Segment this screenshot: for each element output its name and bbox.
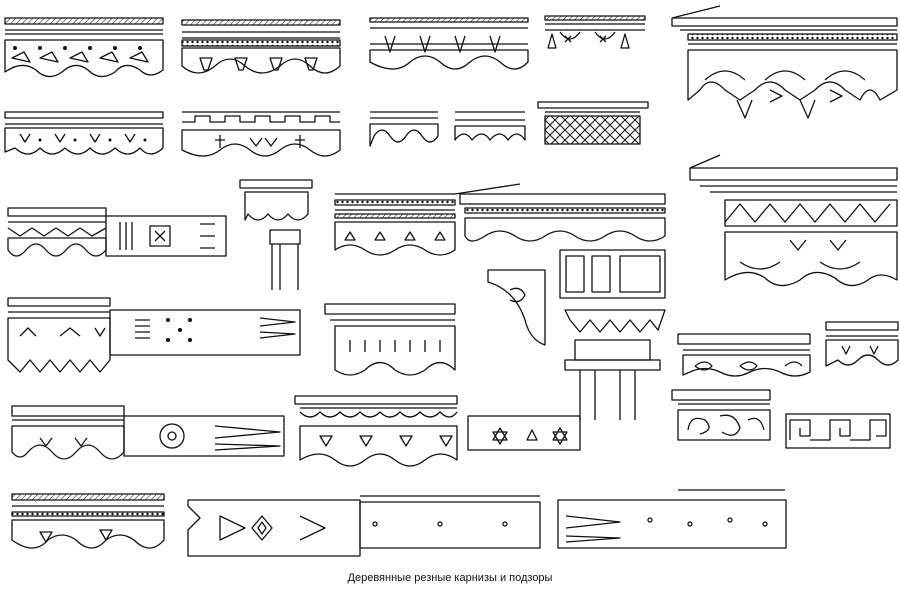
cornice-small-4 (826, 322, 898, 366)
cornice-board-2 (182, 20, 340, 73)
plate-caption: Деревянные резные карнизы и подзоры (347, 572, 553, 584)
cornice-scroll-2 (672, 390, 770, 440)
cornice-board-9 (8, 298, 300, 372)
cornice-board-8 (335, 194, 455, 255)
cornice-board-11 (12, 406, 284, 459)
cornice-board-10 (325, 304, 455, 375)
fascia-board-2 (558, 490, 786, 548)
cornice-large-2 (690, 155, 897, 286)
cornice-small-2 (370, 112, 438, 146)
cornice-board-14 (12, 494, 164, 548)
cornice-board-6 (182, 112, 340, 156)
cornice-board-13 (468, 416, 580, 450)
cornice-large-1 (672, 6, 897, 118)
bracket-post (240, 180, 312, 290)
fascia-board-1 (188, 496, 540, 556)
greek-key-band (786, 414, 890, 448)
cornice-small-3 (455, 112, 525, 140)
porch-cornice (455, 184, 665, 420)
cornice-board-1 (5, 18, 163, 77)
cornice-board-3 (370, 18, 528, 69)
cornice-board-7 (8, 208, 226, 256)
cornice-lattice (538, 102, 648, 144)
bracket-console (488, 270, 545, 345)
cornice-board-5 (5, 112, 163, 154)
cornice-board-4 (545, 16, 645, 48)
cornice-board-12 (295, 396, 457, 466)
cornice-scroll-1 (678, 334, 810, 376)
